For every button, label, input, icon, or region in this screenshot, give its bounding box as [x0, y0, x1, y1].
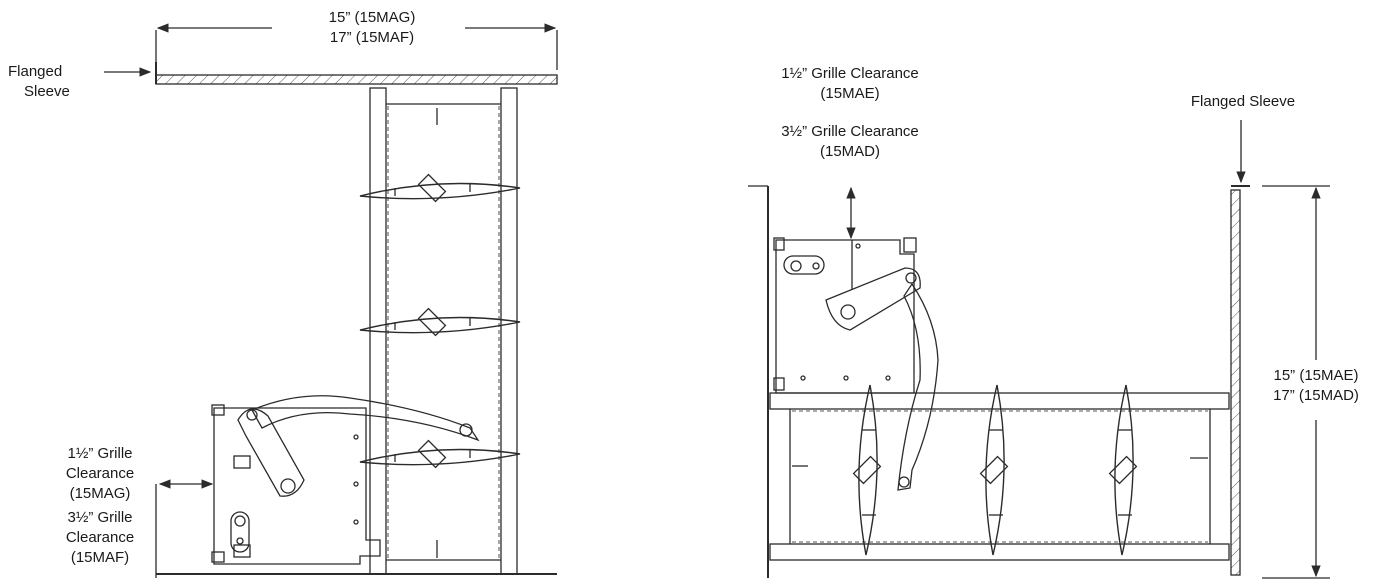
- left-crank-arm: [237, 408, 305, 497]
- left-sleeve-label: Flanged Sleeve: [8, 62, 70, 102]
- left-actuator-plate: [213, 407, 381, 565]
- right-blade-2: [979, 384, 1009, 556]
- right-crank-arm: [825, 267, 921, 331]
- right-clearance-a-line-1: 1½” Grille Clearance: [781, 65, 919, 82]
- left-blade-2: [359, 307, 521, 337]
- right-damper-view: [748, 120, 1330, 579]
- right-linkage-bar: [897, 282, 939, 491]
- left-clearance-b-line-1: 3½” Grille: [67, 509, 133, 526]
- right-height-line-2: 17” (15MAD): [1273, 387, 1359, 404]
- right-sleeve-label: Flanged Sleeve: [1190, 93, 1296, 110]
- right-flanged-sleeve-plate: [1230, 189, 1241, 576]
- left-clearance-a-line-2: Clearance: [65, 465, 135, 482]
- right-clearance-b-line-1: 3½” Grille Clearance: [781, 123, 919, 140]
- left-width-dimension-label: 15” (15MAG) 17” (15MAF): [282, 8, 462, 48]
- right-height-dimension-label: 15” (15MAE) 17” (15MAD): [1254, 366, 1378, 406]
- left-blade-1: [359, 173, 521, 203]
- right-clearance-label-b: 3½” Grille Clearance (15MAD): [750, 122, 950, 162]
- right-crank-pivot: [840, 304, 856, 320]
- right-clearance-label-a: 1½” Grille Clearance (15MAE): [750, 64, 950, 104]
- right-actuator-slot: [783, 255, 825, 275]
- left-sleeve-line-2: Sleeve: [24, 83, 70, 100]
- left-width-line-1: 15” (15MAG): [328, 9, 416, 26]
- left-width-line-2: 17” (15MAF): [329, 29, 415, 46]
- left-sleeve-line-1: Flanged: [8, 63, 63, 80]
- right-height-line-1: 15” (15MAE): [1273, 367, 1359, 384]
- left-clearance-a-line-1: 1½” Grille: [67, 445, 133, 462]
- left-frame-channel-right: [500, 87, 518, 575]
- right-clearance-a-line-2: (15MAE): [820, 85, 880, 102]
- left-damper-view: [104, 23, 558, 578]
- right-frame-channel-top: [769, 392, 1230, 410]
- left-clearance-label-a: 1½” Grille Clearance (15MAG): [50, 444, 150, 504]
- left-blade-3: [359, 439, 521, 469]
- left-actuator-slot: [230, 511, 250, 553]
- right-blade-3: [1108, 384, 1138, 556]
- left-linkage-bar: [251, 395, 480, 442]
- left-clearance-b-line-2: Clearance: [65, 529, 135, 546]
- right-clearance-b-line-2: (15MAD): [819, 143, 880, 160]
- right-frame-channel-bottom: [769, 543, 1230, 561]
- right-blade-1: [852, 384, 882, 556]
- left-clearance-b-line-3: (15MAF): [70, 549, 130, 566]
- left-flanged-sleeve-plate: [155, 74, 558, 85]
- right-actuator-plate: [775, 239, 915, 394]
- left-clearance-label-b: 3½” Grille Clearance (15MAF): [50, 508, 150, 568]
- left-clearance-a-line-3: (15MAG): [69, 485, 131, 502]
- left-crank-pivot: [280, 478, 296, 494]
